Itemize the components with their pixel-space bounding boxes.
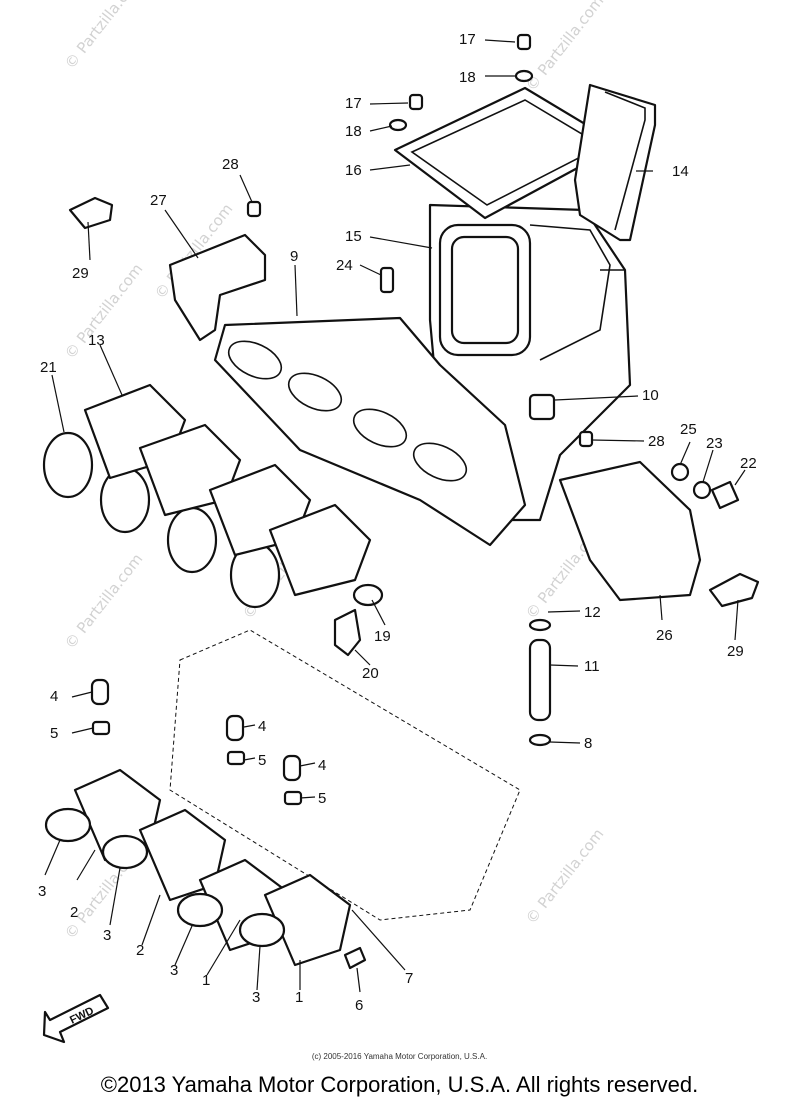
carburetor-joints	[44, 768, 352, 967]
callout-1: 1	[295, 989, 303, 1006]
callout-4: 4	[50, 688, 58, 705]
callout-28: 28	[648, 433, 665, 450]
callout-24: 24	[336, 257, 353, 274]
screw	[343, 946, 367, 970]
callout-8: 8	[584, 735, 592, 752]
callout-4: 4	[258, 718, 266, 735]
clamps-and-joints	[42, 383, 372, 609]
seal-right	[708, 572, 760, 608]
callout-3: 3	[103, 927, 111, 944]
callout-14: 14	[672, 163, 689, 180]
seal-upper-left	[68, 196, 114, 230]
elbow-hose	[333, 608, 362, 657]
callout-3: 3	[170, 962, 178, 979]
joint-plate	[213, 316, 527, 547]
callout-12: 12	[584, 604, 601, 621]
callout-9: 9	[290, 248, 298, 265]
callout-18: 18	[345, 123, 362, 140]
copyright-footer: ©2013 Yamaha Motor Corporation, U.S.A. A…	[100, 1072, 699, 1097]
watermark: © Partzilla.com	[522, 0, 607, 94]
callout-4: 4	[318, 757, 326, 774]
callout-22: 22	[740, 455, 757, 472]
callout-13: 13	[88, 332, 105, 349]
callout-20: 20	[362, 665, 379, 682]
callout-10: 10	[642, 387, 659, 404]
callout-17: 17	[459, 31, 476, 48]
callout-17: 17	[345, 95, 362, 112]
cap	[352, 583, 384, 607]
callout-18: 18	[459, 69, 476, 86]
callout-6: 6	[355, 997, 363, 1014]
callout-29: 29	[72, 265, 89, 282]
callout-29: 29	[727, 643, 744, 660]
callout-16: 16	[345, 162, 362, 179]
engine-outline	[169, 629, 521, 921]
callout-3: 3	[252, 989, 260, 1006]
callout-28: 28	[222, 156, 239, 173]
caps-and-bands	[90, 678, 303, 806]
watermark: © Partzilla.com	[61, 550, 146, 652]
bracket	[168, 233, 267, 342]
side-plate	[558, 460, 702, 602]
callout-23: 23	[706, 435, 723, 452]
watermark: © Partzilla.com	[61, 0, 146, 72]
small-copyright-text: (c) 2005-2016 Yamaha Motor Corporation, …	[311, 1052, 488, 1061]
callout-26: 26	[656, 627, 673, 644]
callout-1: 1	[202, 972, 210, 989]
callout-3: 3	[38, 883, 46, 900]
callout-15: 15	[345, 228, 362, 245]
watermark: © Partzilla.com	[522, 825, 607, 927]
intake-duct	[573, 83, 657, 242]
callout-21: 21	[40, 359, 57, 376]
callout-11: 11	[584, 658, 600, 675]
forward-arrow: FWD	[42, 993, 110, 1044]
callout-5: 5	[258, 752, 266, 769]
callout-27: 27	[150, 192, 167, 209]
callout-5: 5	[50, 725, 58, 742]
callout-labels: 17 18 17 18 16 14 15 28 27 9 24 29 13 21…	[38, 31, 757, 1014]
callout-2: 2	[136, 942, 144, 959]
callout-5: 5	[318, 790, 326, 807]
fasteners	[246, 33, 740, 510]
callout-19: 19	[374, 628, 391, 645]
callout-25: 25	[680, 421, 697, 438]
drain-pipe	[528, 618, 552, 747]
callout-2: 2	[70, 904, 78, 921]
callout-7: 7	[405, 970, 413, 987]
leader-lines	[44, 39, 746, 993]
